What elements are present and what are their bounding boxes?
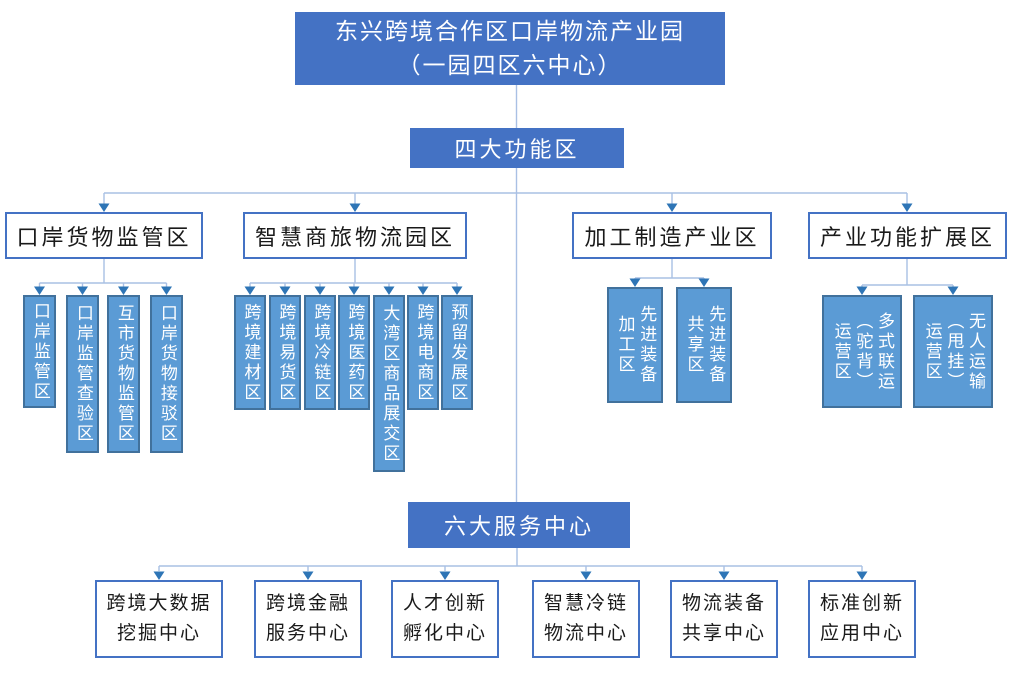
- functional-zones-section-label: 四大功能区: [410, 128, 624, 168]
- zone-item-label-col2: （驼背）: [853, 311, 873, 392]
- center-label-line2: 服务中心: [265, 623, 350, 644]
- center-label-line1: 人才创新: [402, 593, 487, 614]
- zone-item-port-cargo-transfer: 口岸货物接驳区: [150, 295, 183, 453]
- zone-item-label: 跨境冷链区: [311, 302, 331, 403]
- zone-item-label-col2: 加工区: [615, 315, 635, 375]
- center-standard-innovation-application: 标准创新 应用中心: [808, 580, 916, 658]
- center-label-line2: 应用中心: [819, 623, 904, 644]
- center-smart-coldchain-logistics: 智慧冷链 物流中心: [532, 580, 640, 658]
- zone-item-advanced-equipment-sharing: 先进装备 共享区: [676, 287, 732, 403]
- zone-item-greater-bay-commodity-expo: 大湾区商品展交区: [373, 295, 405, 472]
- zone-item-reserved-development: 预留发展区: [441, 295, 473, 410]
- zone-item-label-col1: 多式联运: [875, 311, 895, 392]
- zone-item-label: 跨境建材区: [241, 302, 261, 403]
- zone-item-label-col1: 先进装备: [706, 305, 726, 385]
- root-title-line2: （一园四区六中心）: [397, 52, 623, 78]
- zone-item-label-col1: 无人运输: [966, 311, 986, 392]
- zone-item-crossborder-cold-chain: 跨境冷链区: [304, 295, 336, 410]
- root-title-line1: 东兴跨境合作区口岸物流产业园: [335, 18, 685, 44]
- center-label-line1: 物流装备: [681, 593, 766, 614]
- zone-item-label: 跨境医药区: [345, 302, 365, 403]
- center-label-line1: 智慧冷链: [543, 593, 628, 614]
- zone-item-mutual-trade-goods-supervision: 互市货物监管区: [107, 295, 140, 453]
- zone-item-label-col2: 共享区: [684, 315, 704, 375]
- zone-item-crossborder-medicine: 跨境医药区: [338, 295, 370, 410]
- zone-item-label: 口岸监管查验区: [73, 304, 93, 444]
- zone-header-processing-manufacturing: 加工制造产业区: [572, 212, 772, 259]
- zone-item-label: 预留发展区: [448, 302, 468, 403]
- zone-item-label: 跨境易货区: [276, 302, 296, 403]
- service-centers-section-label: 六大服务中心: [408, 502, 630, 548]
- center-talent-innovation-incubation: 人才创新 孵化中心: [391, 580, 499, 658]
- center-label-line2: 挖掘中心: [116, 623, 201, 644]
- zone-item-crossborder-building-materials: 跨境建材区: [234, 295, 266, 410]
- zone-item-label-col3: 运营区: [831, 321, 851, 382]
- zone-item-port-supervision: 口岸监管区: [23, 295, 56, 408]
- center-logistics-equipment-sharing: 物流装备 共享中心: [670, 580, 778, 658]
- zone-header-port-cargo-supervision: 口岸货物监管区: [5, 212, 203, 259]
- zone-item-advanced-equipment-processing: 先进装备 加工区: [607, 287, 663, 403]
- zone-item-multimodal-piggyback-operation: 多式联运 （驼背） 运营区: [822, 295, 902, 408]
- center-label-line1: 标准创新: [819, 593, 904, 614]
- center-label-line1: 跨境大数据: [106, 593, 212, 614]
- zone-item-label: 大湾区商品展交区: [380, 303, 400, 464]
- zone-header-smart-logistics-park: 智慧商旅物流园区: [243, 212, 467, 259]
- center-crossborder-bigdata-mining: 跨境大数据 挖掘中心: [95, 580, 223, 658]
- center-crossborder-finance-service: 跨境金融 服务中心: [254, 580, 362, 658]
- center-label-line1: 跨境金融: [265, 593, 350, 614]
- zone-item-label-col1: 先进装备: [637, 305, 657, 385]
- zone-header-industry-expansion: 产业功能扩展区: [808, 212, 1007, 259]
- zone-item-label: 互市货物监管区: [114, 304, 134, 444]
- zone-item-unmanned-transport-dropandhook-operation: 无人运输 （甩挂） 运营区: [913, 295, 993, 408]
- center-label-line2: 共享中心: [681, 623, 766, 644]
- zone-item-label-col3: 运营区: [922, 321, 942, 382]
- center-label-line2: 孵化中心: [402, 623, 487, 644]
- root-title-box: 东兴跨境合作区口岸物流产业园 （一园四区六中心）: [295, 12, 725, 85]
- center-label-line2: 物流中心: [543, 623, 628, 644]
- zone-item-label: 跨境电商区: [414, 302, 434, 403]
- zone-item-crossborder-barter: 跨境易货区: [269, 295, 301, 410]
- zone-item-port-supervision-inspection: 口岸监管查验区: [66, 295, 99, 453]
- zone-item-label: 口岸监管区: [30, 301, 50, 402]
- zone-item-label-col2: （甩挂）: [944, 311, 964, 392]
- zone-item-crossborder-ecommerce: 跨境电商区: [407, 295, 439, 410]
- zone-item-label: 口岸货物接驳区: [157, 304, 177, 444]
